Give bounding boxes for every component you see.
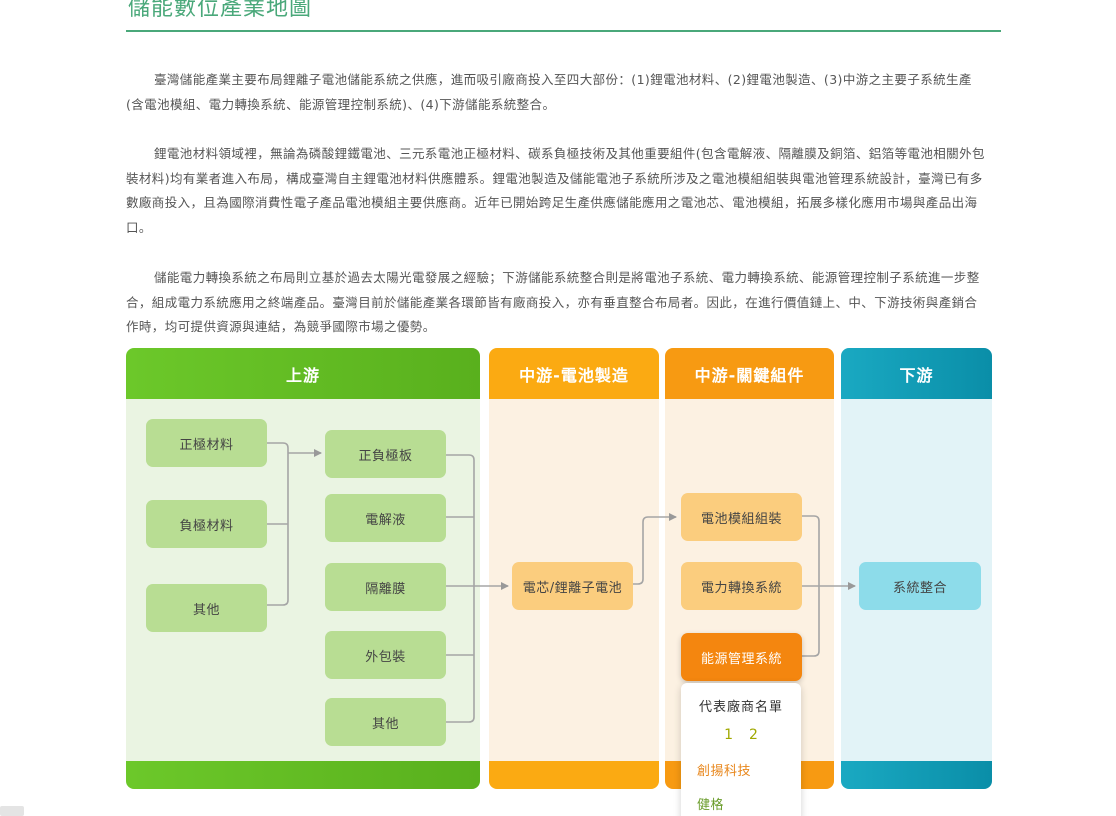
page-1-link[interactable]: 1 (724, 727, 733, 743)
page-title: 儲能數位產業地圖 (128, 0, 313, 21)
midstream-battery-footer (489, 761, 659, 789)
midstream-battery-header: 中游-電池製造 (489, 348, 659, 399)
node-anode[interactable]: 負極材料 (146, 500, 267, 548)
scrollbar-corner[interactable] (0, 806, 24, 816)
midstream-battery-column: 中游-電池製造 (489, 348, 659, 789)
node-system-integration[interactable]: 系統整合 (859, 562, 981, 610)
node-electrode-plate[interactable]: 正負極板 (325, 430, 446, 478)
page-2-link[interactable]: 2 (749, 727, 758, 743)
downstream-footer (841, 761, 992, 789)
node-other-component[interactable]: 其他 (325, 698, 446, 746)
title-bar: 儲能數位產業地圖 (126, 0, 1001, 32)
upstream-header: 上游 (126, 348, 480, 399)
node-energy-management[interactable]: 能源管理系統 (681, 633, 802, 681)
node-module-assembly[interactable]: 電池模組組裝 (681, 493, 802, 541)
node-electrolyte[interactable]: 電解液 (325, 494, 446, 542)
node-battery-cell[interactable]: 電芯/鋰離子電池 (512, 562, 633, 610)
materials-paragraph: 鋰電池材料領域裡，無論為磷酸鋰鐵電池、三元系電池正極材料、碳系負極技術及其他重要… (126, 146, 985, 235)
vendor-link[interactable]: 創揚科技 (697, 764, 752, 779)
node-cathode[interactable]: 正極材料 (146, 419, 267, 467)
node-other-material[interactable]: 其他 (146, 584, 267, 632)
vendor-link[interactable]: 健格 (697, 798, 725, 813)
intro-paragraph: 臺灣儲能產業主要布局鋰離子電池儲能系統之供應，進而吸引廠商投入至四大部份：(1)… (126, 72, 972, 112)
downstream-header: 下游 (841, 348, 992, 399)
node-separator[interactable]: 隔離膜 (325, 563, 446, 611)
node-power-conversion[interactable]: 電力轉換系統 (681, 562, 802, 610)
midstream-components-header: 中游-關鍵組件 (665, 348, 834, 399)
upstream-footer (126, 761, 480, 789)
node-packaging[interactable]: 外包裝 (325, 631, 446, 679)
vendor-popup-title: 代表廠商名單 (698, 700, 783, 715)
integration-paragraph: 儲能電力轉換系統之布局則立基於過去太陽光電發展之經驗；下游儲能系統整合則是將電池… (126, 270, 980, 334)
